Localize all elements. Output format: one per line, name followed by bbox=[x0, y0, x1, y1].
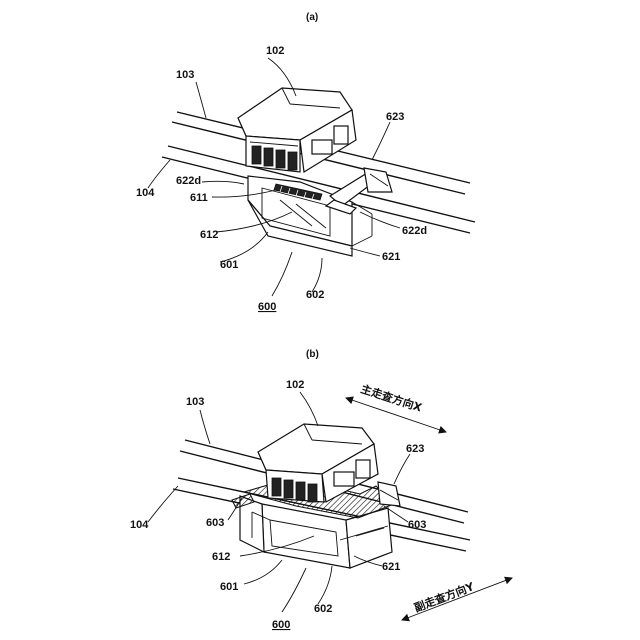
panel-b-label-102: 102 bbox=[286, 379, 304, 391]
panel-a-caption: (a) bbox=[306, 12, 318, 23]
panel-b-caption: (b) bbox=[306, 349, 319, 360]
panel-b-label-104: 104 bbox=[130, 519, 149, 531]
panel-b-lever-621 bbox=[378, 482, 400, 506]
panel-b-label-601: 601 bbox=[220, 581, 238, 593]
panel-a-label-611: 611 bbox=[190, 192, 208, 204]
panel-b-label-103: 103 bbox=[186, 396, 204, 408]
panel-a-label-622d-right: 622d bbox=[402, 225, 427, 237]
panel-a: (a) bbox=[136, 12, 475, 313]
panel-b-carriage-102 bbox=[258, 424, 378, 502]
panel-a-label-600: 600 bbox=[258, 301, 276, 313]
panel-a-label-601: 601 bbox=[220, 259, 238, 271]
panel-b-label-621: 621 bbox=[382, 561, 400, 573]
panel-b-label-603-right: 603 bbox=[408, 519, 426, 531]
panel-b-sub-scan-label: 副走査方向Y bbox=[412, 579, 477, 615]
panel-b-label-612: 612 bbox=[212, 551, 230, 563]
panel-a-label-602: 602 bbox=[306, 289, 324, 301]
panel-b-label-603-left: 603 bbox=[206, 517, 224, 529]
panel-a-label-104: 104 bbox=[136, 187, 155, 199]
panel-a-lever-621 bbox=[326, 168, 392, 214]
panel-b: (b) bbox=[130, 349, 512, 631]
panel-b-label-602: 602 bbox=[314, 603, 332, 615]
panel-b-label-623: 623 bbox=[406, 443, 424, 455]
panel-a-carriage-102 bbox=[238, 88, 356, 172]
panel-a-label-621: 621 bbox=[382, 251, 400, 263]
panel-b-label-600: 600 bbox=[272, 619, 290, 631]
panel-b-main-scan-label: 主走査方向X bbox=[359, 382, 424, 415]
panel-a-label-102: 102 bbox=[266, 45, 284, 57]
panel-a-label-612: 612 bbox=[200, 229, 218, 241]
panel-a-label-103: 103 bbox=[176, 69, 194, 81]
panel-a-label-622d-left: 622d bbox=[176, 175, 201, 187]
panel-a-label-623: 623 bbox=[386, 111, 404, 123]
